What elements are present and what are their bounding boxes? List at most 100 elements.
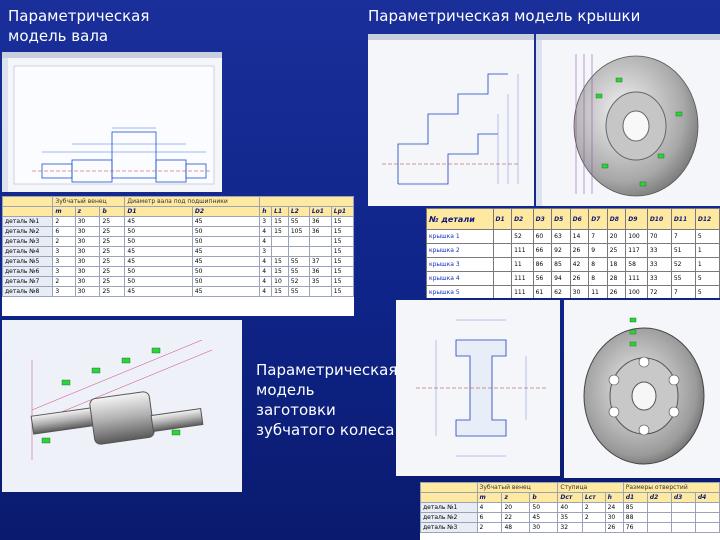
table-cell: 58 (625, 257, 648, 272)
table-cell (646, 502, 672, 513)
table-cell: 15 (330, 286, 354, 297)
table-cell: 50 (191, 236, 261, 247)
table-cell: 32 (557, 522, 583, 533)
table-cell: 45 (124, 246, 193, 257)
table-cell: 5 (694, 271, 720, 286)
table-cell: 100 (625, 285, 648, 298)
table-cell: 35 (557, 512, 583, 523)
table-cell: 62 (551, 285, 571, 298)
table-cell: 85 (551, 257, 571, 272)
table-cell: 36 (308, 266, 332, 277)
table-cell (287, 236, 310, 247)
cover-col-head: D6 (569, 208, 590, 230)
table-cell: 15 (330, 246, 354, 257)
shaft-col-head: Lp1 (330, 206, 354, 217)
table-cell: 30 (529, 522, 559, 533)
cad-toolbar (368, 34, 534, 40)
table-cell (271, 246, 289, 257)
table-cell: 11 (511, 257, 534, 272)
table-cell: 15 (330, 236, 354, 247)
gear-col-head: Lст (581, 492, 606, 503)
table-cell: 55 (287, 286, 310, 297)
table-cell (646, 522, 672, 533)
table-cell: 7 (588, 229, 608, 244)
table-cell: 25 (99, 226, 126, 237)
gear-blank-3d-model (583, 317, 705, 465)
shaft-parameter-table: Зубчатый венец Диаметр вала под подшипни… (2, 196, 354, 316)
table-cell: 36 (308, 226, 332, 237)
row-name: крышка 1 (426, 229, 494, 244)
table-cell: 45 (124, 256, 193, 267)
table-cell (581, 522, 606, 533)
shaft-col-head: h (259, 206, 273, 217)
cover-col-detail: № детали (426, 208, 494, 230)
table-cell (308, 286, 332, 297)
table-cell (271, 236, 289, 247)
row-name: деталь №5 (2, 256, 54, 267)
table-cell: 25 (99, 236, 126, 247)
table-cell (492, 285, 513, 298)
table-cell: 50 (124, 266, 193, 277)
row-name: крышка 3 (426, 257, 494, 272)
table-cell: 10 (271, 276, 289, 287)
table-cell: 111 (625, 271, 648, 286)
table-cell: 76 (622, 522, 648, 533)
table-cell: 117 (625, 243, 648, 258)
table-cell: 25 (606, 243, 627, 258)
shaft-drawing (13, 65, 215, 185)
row-name: деталь №1 (2, 216, 54, 227)
shaft-3d-window (2, 320, 242, 492)
table-cell: 15 (271, 216, 289, 227)
table-cell (308, 246, 332, 257)
table-cell (492, 229, 513, 244)
gear-blank-drawing (416, 319, 546, 457)
gear-group-holes: Размеры отверстий (622, 482, 720, 493)
table-cell: 94 (551, 271, 571, 286)
table-cell: 11 (588, 285, 608, 298)
table-cell: 1 (694, 257, 720, 272)
shaft-3d-model (30, 339, 213, 460)
table-cell: 30 (74, 226, 101, 237)
table-cell: 45 (191, 216, 261, 227)
table-cell: 22 (501, 512, 531, 523)
shaft-col-head: Lo1 (308, 206, 332, 217)
table-cell: 7 (670, 229, 696, 244)
cover-drawing-window (368, 34, 534, 206)
table-cell (670, 502, 696, 513)
table-cell: 9 (588, 243, 608, 258)
table-cell: 30 (604, 512, 624, 523)
table-cell: 2 (52, 236, 76, 247)
table-cell: 25 (99, 216, 126, 227)
table-cell: 4 (259, 226, 273, 237)
cover-col-head: D8 (606, 208, 627, 230)
table-cell: 8 (588, 257, 608, 272)
table-cell: 26 (604, 522, 624, 533)
table-cell (646, 512, 672, 523)
table-cell: 15 (271, 226, 289, 237)
row-name: деталь №4 (2, 246, 54, 257)
cad-side-toolbar (2, 58, 8, 192)
table-cell: 25 (99, 256, 126, 267)
table-cell: 35 (308, 276, 332, 287)
table-cell: 50 (191, 276, 261, 287)
cover-col-head: D1 (492, 208, 513, 230)
table-cell: 3 (259, 246, 273, 257)
gear-col-head: m (476, 492, 503, 503)
shaft-col-head: b (99, 206, 126, 217)
table-cell (492, 271, 513, 286)
table-cell: 33 (646, 257, 672, 272)
table-cell: 52 (670, 257, 696, 272)
table-cell: 92 (551, 243, 571, 258)
table-cell: 4 (259, 256, 273, 267)
table-cell (492, 257, 513, 272)
table-cell: 3 (52, 246, 76, 257)
table-cell: 45 (191, 286, 261, 297)
table-cell: 7 (670, 285, 696, 298)
